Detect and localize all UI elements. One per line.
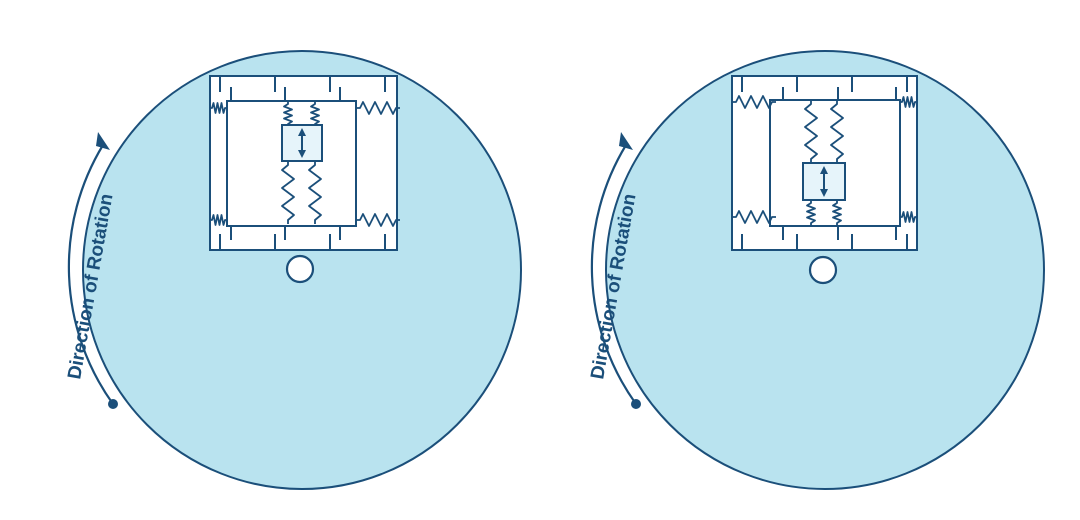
rotation-arrow-icon — [67, 132, 118, 409]
center-hole-icon — [808, 255, 838, 285]
center-hole-icon — [285, 254, 315, 284]
double-arrow-icon — [820, 166, 828, 197]
rotation-arrow-icon — [590, 132, 641, 409]
spring-mass-sensor-icon — [731, 75, 918, 251]
spring-mass-sensor-icon — [209, 75, 401, 251]
right-panel: Direction of Rotation — [587, 50, 1045, 490]
double-arrow-icon — [298, 128, 306, 158]
left-panel: Direction of Rotation — [64, 50, 522, 490]
